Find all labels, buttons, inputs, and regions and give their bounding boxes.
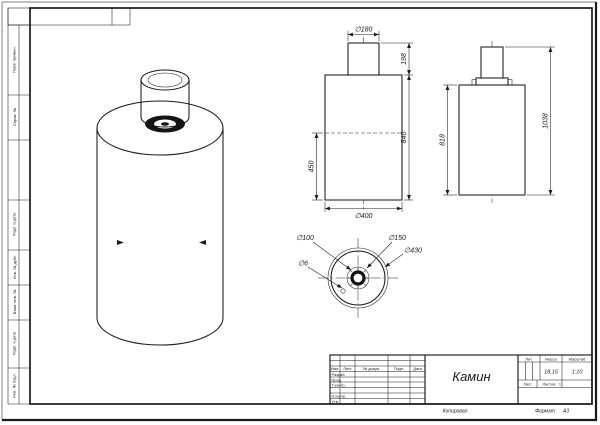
footer-format-label: Формат	[535, 409, 555, 415]
title-block: Изм. Лист № докум. Подп. Дата Разраб. Пр…	[329, 354, 593, 405]
dim-dia-6: ∅6	[298, 261, 308, 268]
hole-6	[340, 288, 346, 294]
tb-sheets-value: 1	[559, 381, 561, 386]
hole-mark-left	[117, 240, 124, 245]
tb-scale-value: 1:10	[572, 370, 584, 376]
tb-col-izm: Изм.	[331, 366, 339, 371]
side-view: 818 1038	[440, 41, 555, 203]
tb-row-nkontr: Н.контр.	[332, 394, 347, 399]
drawing-frame	[29, 7, 593, 405]
tb-mass-label: Масса	[545, 356, 557, 361]
tb-col-docnum: № докум.	[363, 366, 380, 371]
dim-side-total-height: 1038	[543, 113, 550, 129]
margin-label-vzam-inv: Взам. инв. №	[12, 290, 17, 315]
tb-col-list: Лист	[343, 366, 352, 371]
dim-front-inner-height-group: 450	[309, 132, 323, 201]
dim-front-pipe-height: 198	[401, 53, 408, 65]
tb-col-podp: Подп.	[394, 366, 404, 371]
margin-column: Перв. примен. Справ. № Подп. и дата Инв.…	[7, 8, 30, 405]
margin-label-inv-podl: Инв. № подл.	[12, 373, 17, 398]
dim-front-inner-height: 450	[309, 161, 316, 173]
tb-sheet-label: Лист	[523, 381, 532, 386]
tb-row-prov: Пров.	[332, 377, 342, 382]
hole-mark-right	[199, 240, 206, 245]
tb-row-tkontr: Т.контр.	[332, 383, 346, 388]
margin-label-podp-data-1: Подп. и дата	[12, 212, 17, 236]
front-pipe	[347, 42, 380, 76]
tb-row-razrab: Разраб.	[332, 372, 346, 377]
dim-dia-150: ∅150	[388, 235, 406, 242]
side-collar	[475, 77, 509, 86]
margin-label-perv-primen: Перв. примен.	[12, 46, 17, 73]
tb-sheets-label: Листов	[543, 381, 556, 386]
side-pipe	[480, 46, 504, 79]
dim-front-dia-top-group: ∅180	[347, 27, 380, 41]
front-body	[324, 74, 403, 201]
footer-kopiroval: Копировал	[443, 409, 468, 415]
tb-doc-name: Камин	[452, 369, 490, 384]
dim-front-dia-bottom-group: ∅400	[324, 202, 403, 220]
footer-format-value: A3	[562, 409, 569, 415]
corner-box	[7, 7, 131, 26]
side-body	[458, 84, 526, 196]
dim-front-dia-top: ∅180	[355, 27, 373, 34]
dim-side-body-height-group: 818	[440, 84, 457, 196]
margin-label-podp-data-2: Подп. и дата	[12, 331, 17, 355]
tb-col-data: Дата	[413, 366, 422, 371]
hatching	[346, 266, 370, 290]
dim-front-pipe-height-group: 198	[381, 42, 413, 76]
isometric-view	[96, 69, 224, 346]
circle-400	[330, 250, 386, 306]
dim-side-body-height: 818	[440, 134, 447, 146]
tb-mass-value: 18,15	[544, 370, 559, 376]
dim-front-dia-bottom: ∅400	[355, 213, 373, 220]
tb-scale-label: Масштаб	[569, 356, 586, 361]
margin-label-sprav-no: Справ. №	[12, 108, 17, 126]
bottom-view: ∅100 ∅150 ∅430 ∅6	[296, 235, 422, 318]
dim-front-body-height: 840	[401, 132, 408, 144]
side-clamp-left	[471, 79, 477, 86]
front-view: ∅180 198 840 450 ∅400	[309, 27, 413, 220]
dim-front-body-height-group: 840	[401, 75, 413, 201]
dim-side-total-height-group: 1038	[505, 46, 555, 196]
tb-lit-label: Лит.	[525, 356, 532, 361]
footer-strip: Копировал Формат A3	[443, 409, 570, 415]
dim-dia-100: ∅100	[296, 235, 314, 242]
cylinder-bottom-arc	[96, 317, 224, 346]
circle-430	[327, 247, 389, 309]
side-clamp-right	[507, 79, 513, 86]
circle-100-ring	[350, 270, 366, 286]
margin-label-inv-dubl: Инв. № дубл.	[12, 255, 17, 280]
tb-row-utv: Утв.	[332, 399, 339, 404]
dim-dia-430: ∅430	[404, 248, 422, 255]
